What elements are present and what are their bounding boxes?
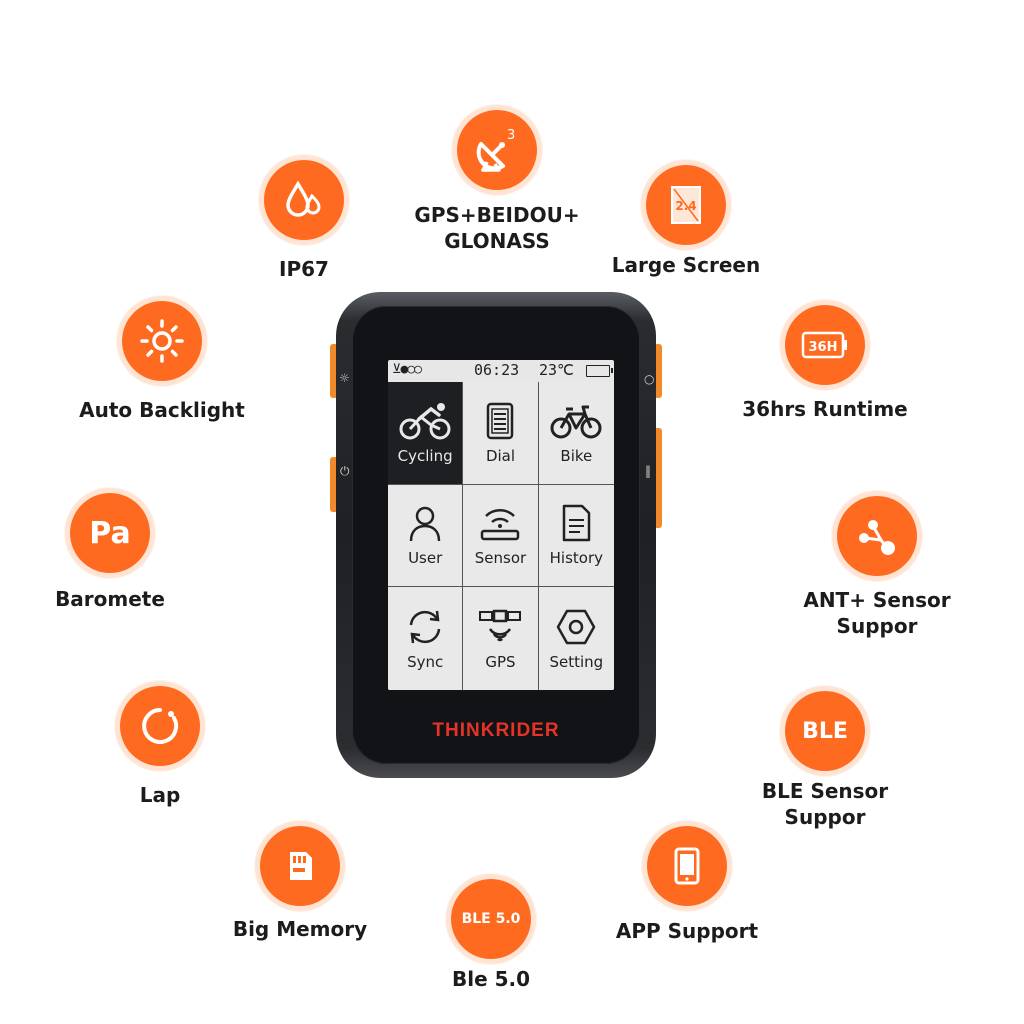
feature-label: APP Support <box>615 919 759 943</box>
left-button-bottom[interactable] <box>330 457 338 512</box>
runtime-text: 36H <box>809 340 838 355</box>
pause-icon: ‖ <box>645 464 651 478</box>
feature-label: Lap <box>139 783 181 807</box>
menu-item-history[interactable]: History <box>538 484 614 588</box>
cyclist-icon <box>399 402 451 440</box>
menu-item-label: History <box>549 549 604 568</box>
battery-status-icon <box>586 365 613 377</box>
sensor-icon <box>481 509 520 541</box>
menu-item-label: Sync <box>407 652 444 671</box>
menu-item-user[interactable]: User <box>388 484 464 588</box>
lap-circle-icon <box>120 686 200 766</box>
right-button-bottom[interactable] <box>654 428 662 528</box>
user-icon <box>409 507 441 542</box>
setting-icon <box>557 609 596 644</box>
signal-indicator: ⊻●○○ <box>392 362 422 377</box>
menu-item-label: Dial <box>485 446 516 465</box>
main-menu-grid: Cycling Dial <box>388 382 614 690</box>
device-shell: ☼ ⏻ ○ ‖ ⊻●○○ 06:23 23℃ <box>336 292 656 778</box>
feature-label: IP67 <box>279 257 329 281</box>
right-button-top[interactable] <box>654 344 662 398</box>
water-drops-icon <box>264 160 344 240</box>
history-icon <box>563 505 591 542</box>
tablet-icon <box>647 826 727 906</box>
feature-label: 36hrs Runtime <box>742 397 908 421</box>
left-button-top[interactable] <box>330 344 338 398</box>
menu-item-label: Bike <box>560 446 593 465</box>
brand-logo: THINKRIDER <box>432 720 560 741</box>
gps-superscript: 3 <box>507 128 515 143</box>
temperature: 23℃ <box>539 361 574 379</box>
battery-icon: 36H <box>785 305 865 385</box>
backlight-icon: ☼ <box>339 371 350 385</box>
feature-label: Large Screen <box>611 253 761 277</box>
menu-item-label: GPS <box>485 652 516 671</box>
ant-network-icon <box>837 496 917 576</box>
feature-label: Ble 5.0 <box>451 967 531 991</box>
screen-size-icon: 2.4 <box>646 165 726 245</box>
menu-item-label: User <box>408 549 443 568</box>
menu-item-label: Setting <box>549 652 604 671</box>
menu-item-setting[interactable]: Setting <box>538 587 614 690</box>
feature-label: BLE Sensor Suppor <box>761 779 889 829</box>
gps-icon <box>479 609 522 641</box>
feature-label: Barometе <box>55 587 165 611</box>
menu-item-gps[interactable]: GPS <box>463 587 539 690</box>
feature-label: Auto Backlight <box>79 398 245 422</box>
power-icon: ⏻ <box>340 464 350 478</box>
device-screen: ⊻●○○ 06:23 23℃ Cycling <box>388 360 614 690</box>
screen-size-text: 2.4 <box>675 199 696 213</box>
status-bar: ⊻●○○ 06:23 23℃ <box>388 360 614 382</box>
sd-card-icon <box>260 826 340 906</box>
bike-computer: ☼ ⏻ ○ ‖ ⊻●○○ 06:23 23℃ <box>330 292 662 778</box>
bike-icon <box>550 405 602 439</box>
screen-bezel: ⊻●○○ 06:23 23℃ Cycling <box>352 306 640 764</box>
feature-label: Big Memory <box>232 917 368 941</box>
lap-button-icon: ○ <box>644 372 655 386</box>
feature-label: ANT+ Sensor Suppor <box>803 588 951 638</box>
satellite-dish-icon: 3 <box>457 110 537 190</box>
sun-icon <box>122 301 202 381</box>
pressure-icon: Pa <box>70 493 150 573</box>
sync-icon <box>409 610 441 643</box>
dial-icon <box>487 402 514 440</box>
clock: 06:23 <box>474 361 520 379</box>
feature-label: GPS+BEIDOU+ GLONASS <box>414 203 580 253</box>
menu-item-label: Cycling <box>397 446 453 465</box>
menu-item-label: Sensor <box>474 549 527 568</box>
menu-item-sensor[interactable]: Sensor <box>463 484 539 588</box>
ble-icon: BLE <box>785 691 865 771</box>
menu-item-sync[interactable]: Sync <box>388 587 464 690</box>
menu-item-cycling[interactable]: Cycling <box>388 382 464 485</box>
menu-item-bike[interactable]: Bike <box>538 382 614 485</box>
ble5-icon: BLE 5.0 <box>451 879 531 959</box>
menu-item-dial[interactable]: Dial <box>463 382 539 485</box>
